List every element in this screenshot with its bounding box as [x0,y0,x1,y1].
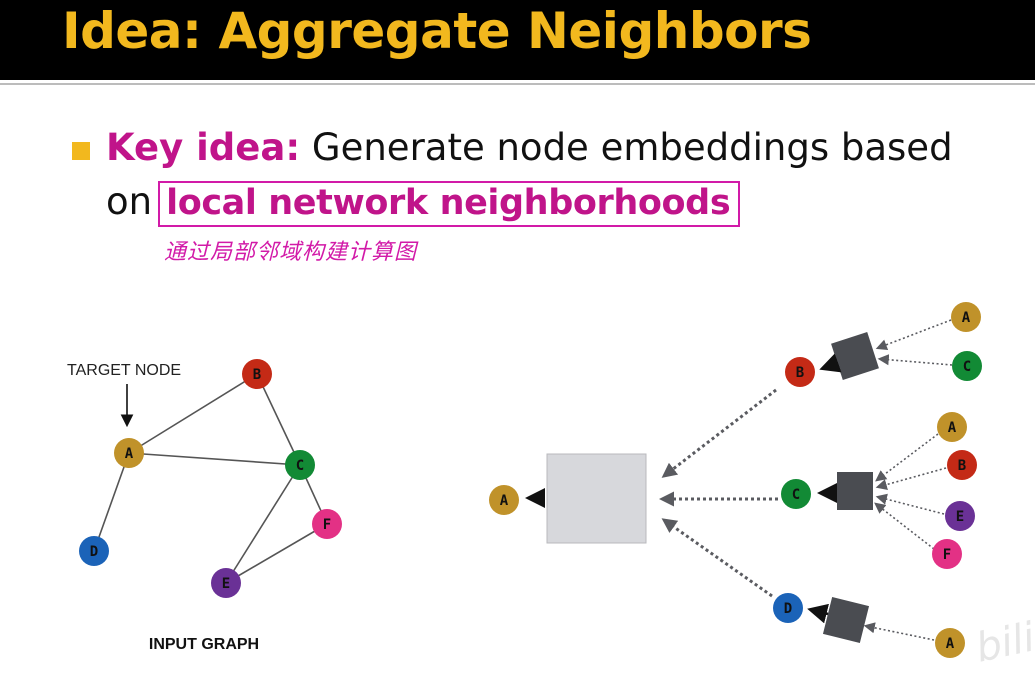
aggregator-box-root [546,453,647,544]
comp-node-c-b: B [947,450,977,480]
slide-title: Idea: Aggregate Neighbors [62,2,812,60]
target-node-label: TARGET NODE [67,362,181,379]
edge-a-c [128,452,301,466]
graph-node-d: D [79,536,109,566]
graph-node-b: B [242,359,272,389]
graph-node-a: A [114,438,144,468]
arrow-a-to-box-b [875,319,952,351]
arrow-d-to-root [661,518,773,598]
input-graph: TARGET NODE A B C D E F [67,359,342,653]
input-graph-caption: INPUT GRAPH [149,636,259,653]
svg-text:D: D [90,544,98,560]
svg-text:A: A [946,636,955,652]
comp-node-b: B [785,357,815,387]
arrow-b-to-box-c [875,467,947,491]
arrow-a-to-box-c [875,433,939,482]
bullet-marker [72,142,90,160]
graph-node-f: F [312,509,342,539]
arrow-box-d-to-d [807,603,829,624]
comp-node-c-e: E [945,501,975,531]
comp-node-root-a: A [489,485,519,515]
arrow-e-to-box-c [875,493,945,515]
key-idea-label: Key idea: [106,126,301,169]
bullet-line-1: Key idea: Generate node embeddings based [106,126,953,169]
comp-node-d-a: A [935,628,965,658]
svg-text:C: C [296,458,304,474]
svg-text:A: A [962,310,971,326]
highlight-box: local network neighborhoods [158,181,741,227]
arrow-a-to-box-d [863,622,935,641]
edge-b-c [256,373,301,466]
svg-text:E: E [222,576,230,592]
aggregator-box-d [822,596,870,644]
arrow-b-to-root [661,388,777,478]
computation-graph: A B C D [489,302,982,658]
svg-text:C: C [792,487,800,503]
svg-text:A: A [500,493,509,509]
graph-node-e: E [211,568,241,598]
handwritten-note: 通过局部邻域构建计算图 [164,240,418,265]
arrow-f-to-box-c [874,502,935,550]
bullet-text-1: Generate node embeddings based [300,126,953,169]
svg-text:B: B [958,458,966,474]
comp-node-b-a: A [951,302,981,332]
svg-text:A: A [125,446,134,462]
arrow-c-to-box-b [877,354,953,366]
svg-text:E: E [956,509,964,525]
svg-text:F: F [323,517,331,533]
comp-node-d: D [773,593,803,623]
title-divider [0,83,1035,85]
comp-node-c: C [781,479,811,509]
graph-node-c: C [285,450,315,480]
title-bar: Idea: Aggregate Neighbors [0,0,1035,80]
aggregator-box-c [837,472,873,510]
svg-text:C: C [963,359,971,375]
comp-node-c-f: F [932,539,962,569]
comp-node-b-c: C [952,351,982,381]
svg-text:B: B [253,367,261,383]
edge-c-e [225,464,301,584]
arrow-box-b-to-b [819,353,842,373]
edge-a-d [93,452,130,552]
svg-text:A: A [948,420,957,436]
edge-f-e [225,523,328,584]
edge-a-b [128,373,258,454]
aggregator-box-b [831,332,879,380]
comp-node-c-a: A [937,412,967,442]
bullet-text-2: on [106,180,153,223]
svg-text:F: F [943,547,951,563]
svg-text:D: D [784,601,792,617]
svg-text:B: B [796,365,804,381]
